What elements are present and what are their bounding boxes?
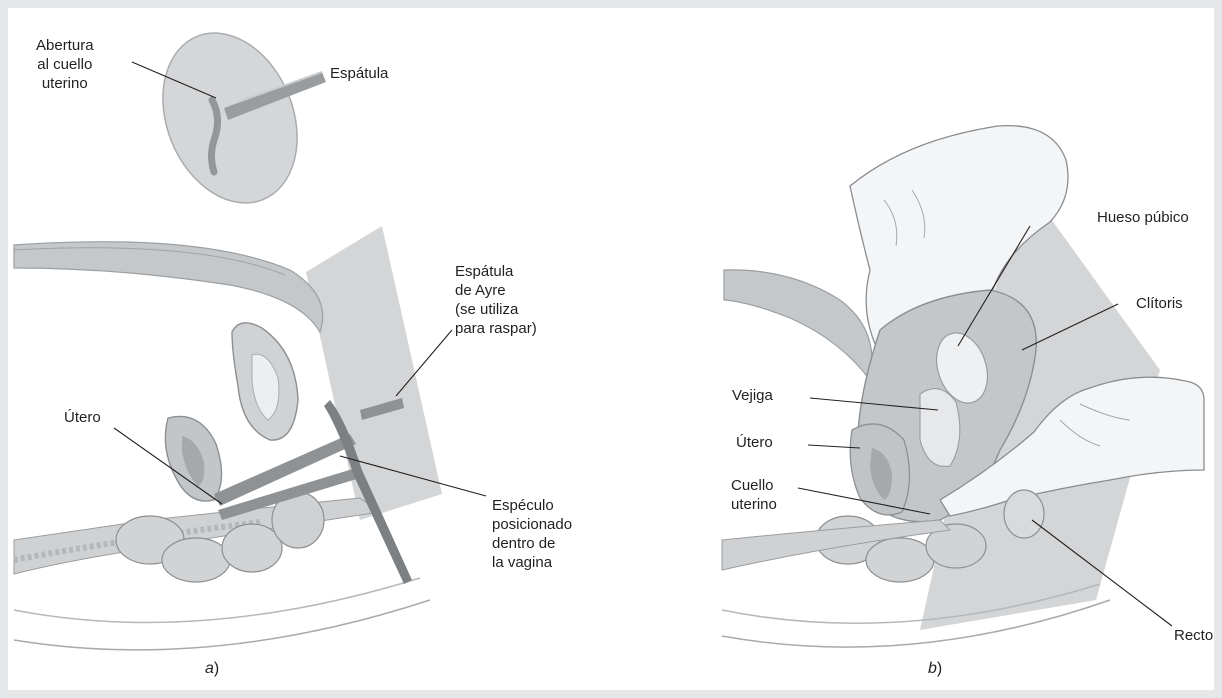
bladder-shape <box>920 389 960 467</box>
label-inset-spatula: Espátula <box>330 64 388 83</box>
caption-a: a) <box>205 660 219 678</box>
label-cervix: Cuello uterino <box>731 476 777 514</box>
label-ayre-spatula: Espátula de Ayre (se utiliza para raspar… <box>455 262 537 338</box>
label-uterus-b: Útero <box>736 433 773 452</box>
label-clitoris: Clítoris <box>1136 294 1183 313</box>
label-speculum: Espéculo posicionado dentro de la vagina <box>492 496 572 572</box>
label-uterus-a: Útero <box>64 408 101 427</box>
label-cervix-opening: Abertura al cuello uterino <box>36 36 94 93</box>
label-pubic-bone: Hueso púbico <box>1097 208 1189 227</box>
rectum-shape <box>1004 490 1044 538</box>
label-rectum: Recto <box>1174 626 1213 645</box>
caption-b-paren: ) <box>937 660 942 677</box>
caption-b: b) <box>928 660 942 678</box>
caption-a-paren: ) <box>214 660 219 677</box>
caption-b-letter: b <box>928 660 937 677</box>
label-bladder: Vejiga <box>732 386 773 405</box>
caption-a-letter: a <box>205 660 214 677</box>
